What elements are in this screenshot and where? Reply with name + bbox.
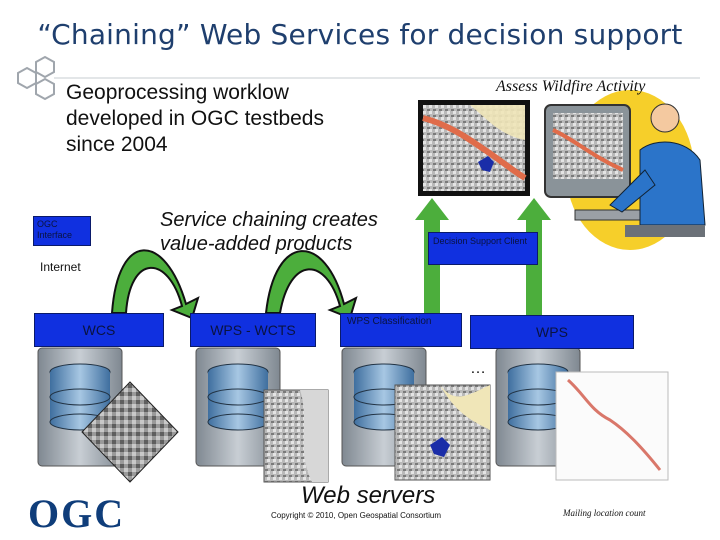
- ogc-interface-box: OGC Interface: [33, 216, 91, 246]
- page-title: “Chaining” Web Services for decision sup…: [37, 18, 683, 51]
- wcs-service-box: WCS: [34, 313, 164, 347]
- chaining-arrow-1: [110, 249, 200, 320]
- satellite-image-coastal: [263, 389, 329, 483]
- wps-classification-service-box: WPS Classification: [340, 313, 462, 347]
- wps-service-box: WPS: [470, 315, 634, 349]
- internet-label: Internet: [40, 260, 81, 274]
- web-servers-label: Web servers: [301, 482, 436, 509]
- server-stack-2: [195, 347, 281, 467]
- wps-wcts-service-box: WPS - WCTS: [190, 313, 316, 347]
- chaining-line-1: Service chaining creates: [160, 209, 378, 231]
- mailing-location-count-label: Mailing location count: [563, 508, 646, 518]
- fire-perimeter-map: [555, 371, 669, 481]
- satellite-image-diamond: [81, 381, 179, 483]
- analyst-at-computer-illustration: [544, 90, 706, 250]
- classified-fire-image: [394, 384, 491, 481]
- workflow-description: Geoprocessing worklow developed in OGC t…: [66, 81, 324, 156]
- chaining-line-2: value-added products: [160, 233, 353, 255]
- copyright-notice: Copyright © 2010, Open Geospatial Consor…: [271, 511, 441, 520]
- ogc-logo: OGC: [28, 491, 126, 536]
- decision-support-client-box: Decision Support Client: [428, 232, 538, 265]
- more-services-ellipsis: …: [470, 360, 486, 377]
- hexagon-decoration: [17, 55, 700, 101]
- wildfire-map-image: [418, 100, 530, 196]
- service-chaining-caption: Service chaining creates value-added pro…: [160, 208, 378, 256]
- chaining-arrow-2: [264, 250, 358, 320]
- assess-wildfire-label: Assess Wildfire Activity: [496, 78, 646, 95]
